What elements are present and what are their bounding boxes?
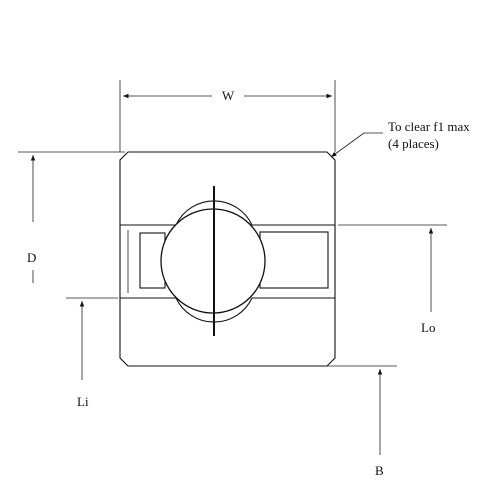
- lo-label: Lo: [421, 320, 435, 335]
- note-line-2: (4 places): [388, 136, 439, 151]
- li-label: Li: [77, 394, 89, 409]
- d-label: D: [27, 250, 36, 265]
- separator-right: [259, 231, 329, 289]
- w-label: W: [222, 88, 235, 103]
- note-leader-arrow: [330, 132, 365, 158]
- inner-ring: [119, 297, 336, 367]
- b-label: B: [375, 463, 384, 478]
- note-line-1: To clear f1 max: [388, 119, 470, 134]
